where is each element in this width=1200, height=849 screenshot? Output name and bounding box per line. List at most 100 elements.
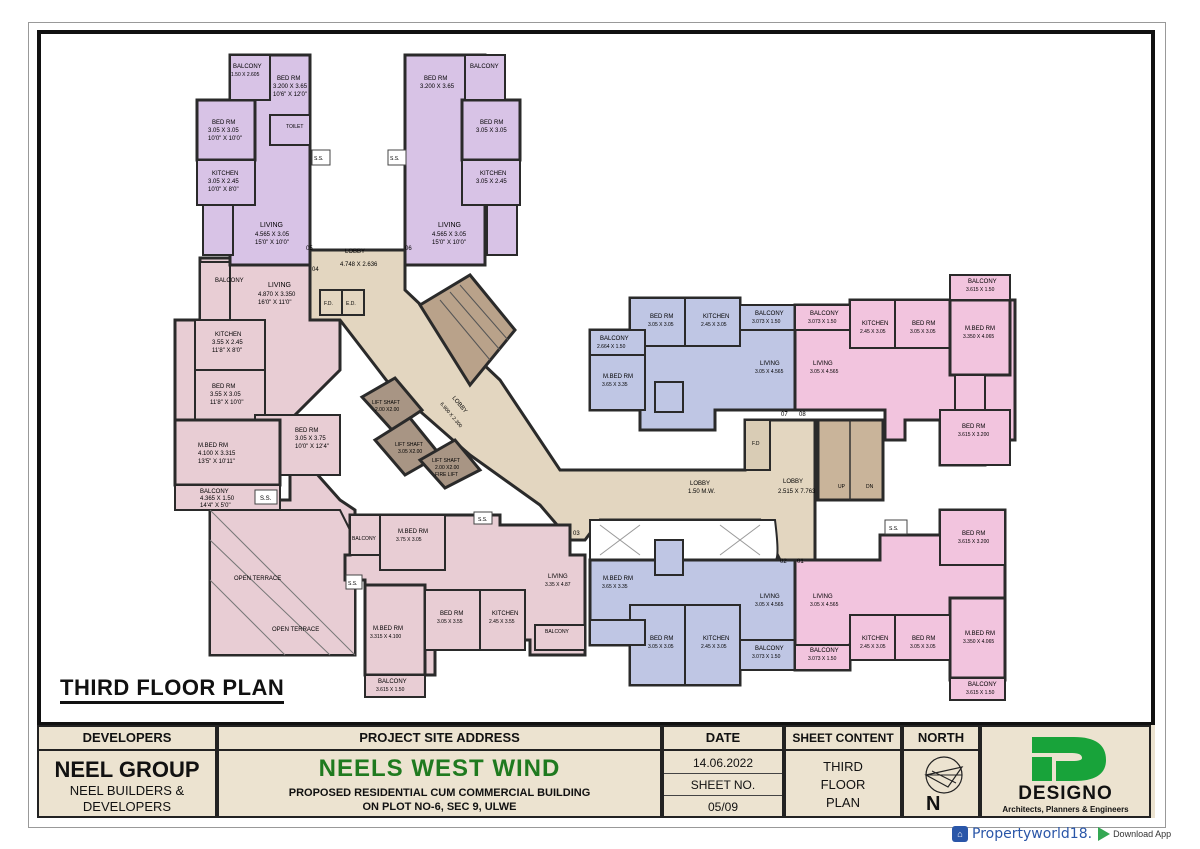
frb-bed: BED RM — [962, 531, 985, 537]
fd2-label: F.D — [752, 441, 760, 447]
frb-balcony-dim: 3.615 X 1.50 — [966, 690, 995, 696]
tl-kitchen-dim2: 10'0" X 8'0" — [208, 187, 239, 193]
north-letter: N — [926, 793, 941, 815]
door-05: 05 — [306, 246, 313, 252]
rb-balcony-dim: 3.073 X 1.50 — [752, 654, 781, 660]
door-01: 01 — [797, 559, 804, 565]
tl-kitchen-dim: 3.05 X 2.45 — [208, 179, 239, 185]
date-value: 14.06.2022 — [664, 753, 782, 774]
tc-kitchen-dim: 3.05 X 2.45 — [476, 179, 507, 185]
watermark-site[interactable]: Propertyworld18. — [972, 826, 1093, 842]
sheet-no-label: SHEET NO. — [664, 775, 782, 796]
logo-name: DESIGNO — [1018, 783, 1113, 804]
sheet-no-value: 05/09 — [707, 800, 739, 814]
logo-cell: DESIGNO Architects, Planners & Engineers — [980, 725, 1151, 818]
rt-bed: BED RM — [650, 314, 673, 320]
tl-living-dim2: 15'0" X 10'0" — [255, 240, 289, 246]
cb-balcony3: BALCONY — [545, 629, 570, 635]
fr-kitchen-dim: 2.45 X 3.05 — [860, 329, 886, 335]
balcony-label-l2: BALCONY — [200, 489, 229, 495]
watermark-app[interactable]: Download App — [1113, 829, 1172, 839]
sheet-content-2: FLOOR — [820, 777, 866, 792]
door-07: 07 — [781, 412, 788, 418]
fr-balcony2-dim: 3.615 X 1.50 — [966, 287, 995, 293]
tc-bedrm-dim: 3.200 X 3.65 — [420, 84, 455, 90]
developer-sub1: NEEL BUILDERS & — [69, 783, 185, 798]
frb-balcony2: BALCONY — [810, 648, 839, 654]
developers-header: DEVELOPERS — [39, 727, 215, 751]
frb-mbed: M.BED RM — [965, 631, 995, 637]
home-icon: ⌂ — [952, 826, 968, 842]
frb-balcony: BALCONY — [968, 682, 997, 688]
rb-living-dim: 3.05 X 4.565 — [755, 602, 784, 608]
cb-balcony: BALCONY — [352, 536, 377, 542]
cb-living-dim: 3.35 X 4.87 — [545, 582, 571, 588]
lift1-dim: 2.00 X2.00 — [375, 407, 399, 413]
mbed-dim2-l: 13'5" X 10'11" — [198, 459, 235, 465]
lift2-dim: 3.05 X2.00 — [398, 449, 422, 455]
mbed-dim-l: 4.100 X 3.315 — [198, 451, 236, 457]
frb-kitchen-dim: 2.45 X 3.05 — [860, 644, 886, 650]
lift3-sub: FIRE LIFT — [435, 472, 458, 478]
north-arrow-icon — [924, 756, 964, 794]
lobby-top-dim: 4.748 X 2.636 — [340, 262, 378, 268]
rt-kitchen: KITCHEN — [703, 314, 729, 320]
rt-balcony2: BALCONY — [600, 336, 629, 342]
tl-toilet: TOILET — [286, 124, 303, 130]
date-header: DATE — [664, 727, 782, 751]
bedrm2-label-l: BED RM — [295, 428, 318, 434]
designo-logo-icon — [1032, 737, 1106, 781]
unit-right-top-blue — [588, 296, 797, 432]
developers-cell: DEVELOPERS NEEL GROUP NEEL BUILDERS & DE… — [37, 725, 217, 818]
frb-bed2: BED RM — [912, 636, 935, 642]
tl-bed2-dim2: 10'0" X 10'0" — [208, 136, 242, 142]
door-04: 04 — [312, 267, 319, 273]
title-block: DEVELOPERS NEEL GROUP NEEL BUILDERS & DE… — [37, 722, 1155, 818]
fr-bed-dim: 3.05 X 3.05 — [910, 329, 936, 335]
lift1-label: LIFT SHAFT — [372, 400, 400, 406]
fr-balcony-dim: 3.073 X 1.50 — [808, 319, 837, 325]
tl-balcony: BALCONY — [233, 64, 262, 70]
unit-right-bottom-blue — [588, 539, 797, 687]
tc-bed2-dim: 3.05 X 3.05 — [476, 128, 507, 134]
fr-bed: BED RM — [912, 321, 935, 327]
rb-kitchen-dim: 2.45 X 3.05 — [701, 644, 727, 650]
tl-living: LIVING — [260, 222, 283, 229]
fr-balcony2: BALCONY — [968, 279, 997, 285]
fr-bed2-dim: 3.615 X 3.200 — [958, 432, 989, 438]
frb-bed-dim: 3.615 X 3.200 — [958, 539, 989, 545]
lobby-low-dim: 1.50 M.W. — [688, 489, 715, 495]
cb-kitchen: KITCHEN — [492, 611, 518, 617]
lobby-low-label: LOBBY — [690, 481, 710, 487]
cb-mbed-dim: 3.75 X 3.05 — [396, 537, 422, 543]
tc-bed2: BED RM — [480, 120, 503, 126]
lift2-label: LIFT SHAFT — [395, 442, 423, 448]
rb-mbed: M.BED RM — [603, 576, 633, 582]
living-dim-l: 4.870 X 3.350 — [258, 292, 296, 298]
play-store-icon — [1098, 827, 1111, 841]
balcony-dim-l2: 4.365 X 1.50 — [200, 496, 235, 502]
project-desc2: ON PLOT NO-6, SEC 9, ULWE — [362, 801, 517, 813]
rt-living: LIVING — [760, 361, 780, 367]
frb-ss: S.S. — [889, 526, 898, 532]
balcony-label-l: BALCONY — [215, 278, 244, 284]
cb-bed-dim: 3.05 X 3.55 — [437, 619, 463, 625]
cb-living: LIVING — [548, 574, 568, 580]
tc-bedrm: BED RM — [424, 76, 447, 82]
cb-balcony2: BALCONY — [378, 679, 407, 685]
tc-ss: S.S. — [390, 156, 399, 162]
fr-kitchen: KITCHEN — [862, 321, 888, 327]
rt-balcony-dim: 3.073 X 1.50 — [752, 319, 781, 325]
north-header: NORTH — [904, 727, 978, 751]
door-06: 06 — [405, 246, 412, 252]
tl-bedrm-dim: 3.200 X 3.65 — [273, 84, 308, 90]
balcony-dim2-l2: 14'4" X 5'0" — [200, 503, 231, 509]
rt-balcony: BALCONY — [755, 311, 784, 317]
door-02: 02 — [780, 559, 787, 565]
lobby-top-label: LOBBY — [345, 249, 365, 255]
project-cell: PROJECT SITE ADDRESS NEELS WEST WIND PRO… — [217, 725, 662, 818]
ed-label: E.D. — [346, 301, 356, 307]
unit-top-left — [195, 53, 331, 267]
tc-living: LIVING — [438, 222, 461, 229]
kitchen-dim2-l: 11'8" X 8'0" — [212, 348, 242, 354]
